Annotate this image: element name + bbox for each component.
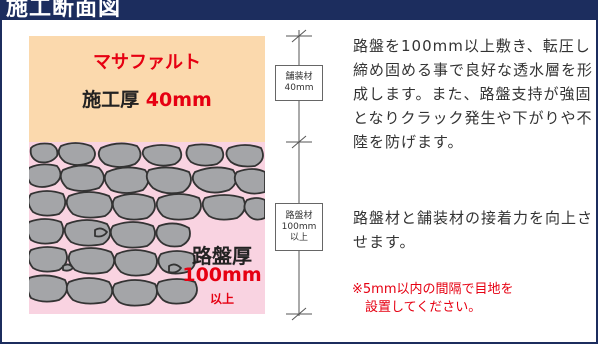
joint-note: ※5mm以内の間隔で目地を 設置してください。: [352, 281, 592, 317]
aggregate-rocks: [29, 142, 265, 307]
dimension-bottom-line3: 以上: [289, 232, 308, 243]
top-layer-name: マサファルト: [93, 52, 201, 73]
note-line-2: 設置してください。: [365, 300, 482, 315]
top-layer-thickness: 施工厚 40mm: [29, 85, 265, 112]
base-layer-suffix: 以上: [209, 292, 234, 306]
section-title: 施工断面図: [6, 0, 122, 20]
description-paragraph-1: 路盤を100mm以上敷き、転圧し締め固める事で良好な透水層を形成します。また、路…: [353, 37, 594, 151]
thickness-label: 施工厚: [82, 89, 140, 111]
note-line-1: ※5mm以内の間隔で目地を: [352, 282, 514, 297]
pavement-layer: [29, 36, 265, 142]
base-layer-name: 路盤厚: [192, 244, 252, 268]
dimension-bottom-line2: 100mm: [281, 221, 317, 232]
dimension-bottom-line1: 路盤材: [285, 210, 313, 221]
dimension-label-base: 路盤材 100mm 以上: [275, 203, 323, 251]
dimension-top-line2: 40mm: [284, 83, 314, 93]
section-header: 施工断面図: [0, 0, 598, 20]
thickness-value: 40mm: [145, 89, 212, 111]
description-paragraph-2: 路盤材と舗装材の接着力を向上させます。: [353, 209, 594, 251]
dimension-label-pavement: 舗装材 40mm: [275, 65, 323, 101]
dimension-top-line1: 舗装材: [285, 72, 313, 82]
base-layer-thickness: 100mm: [182, 264, 262, 286]
